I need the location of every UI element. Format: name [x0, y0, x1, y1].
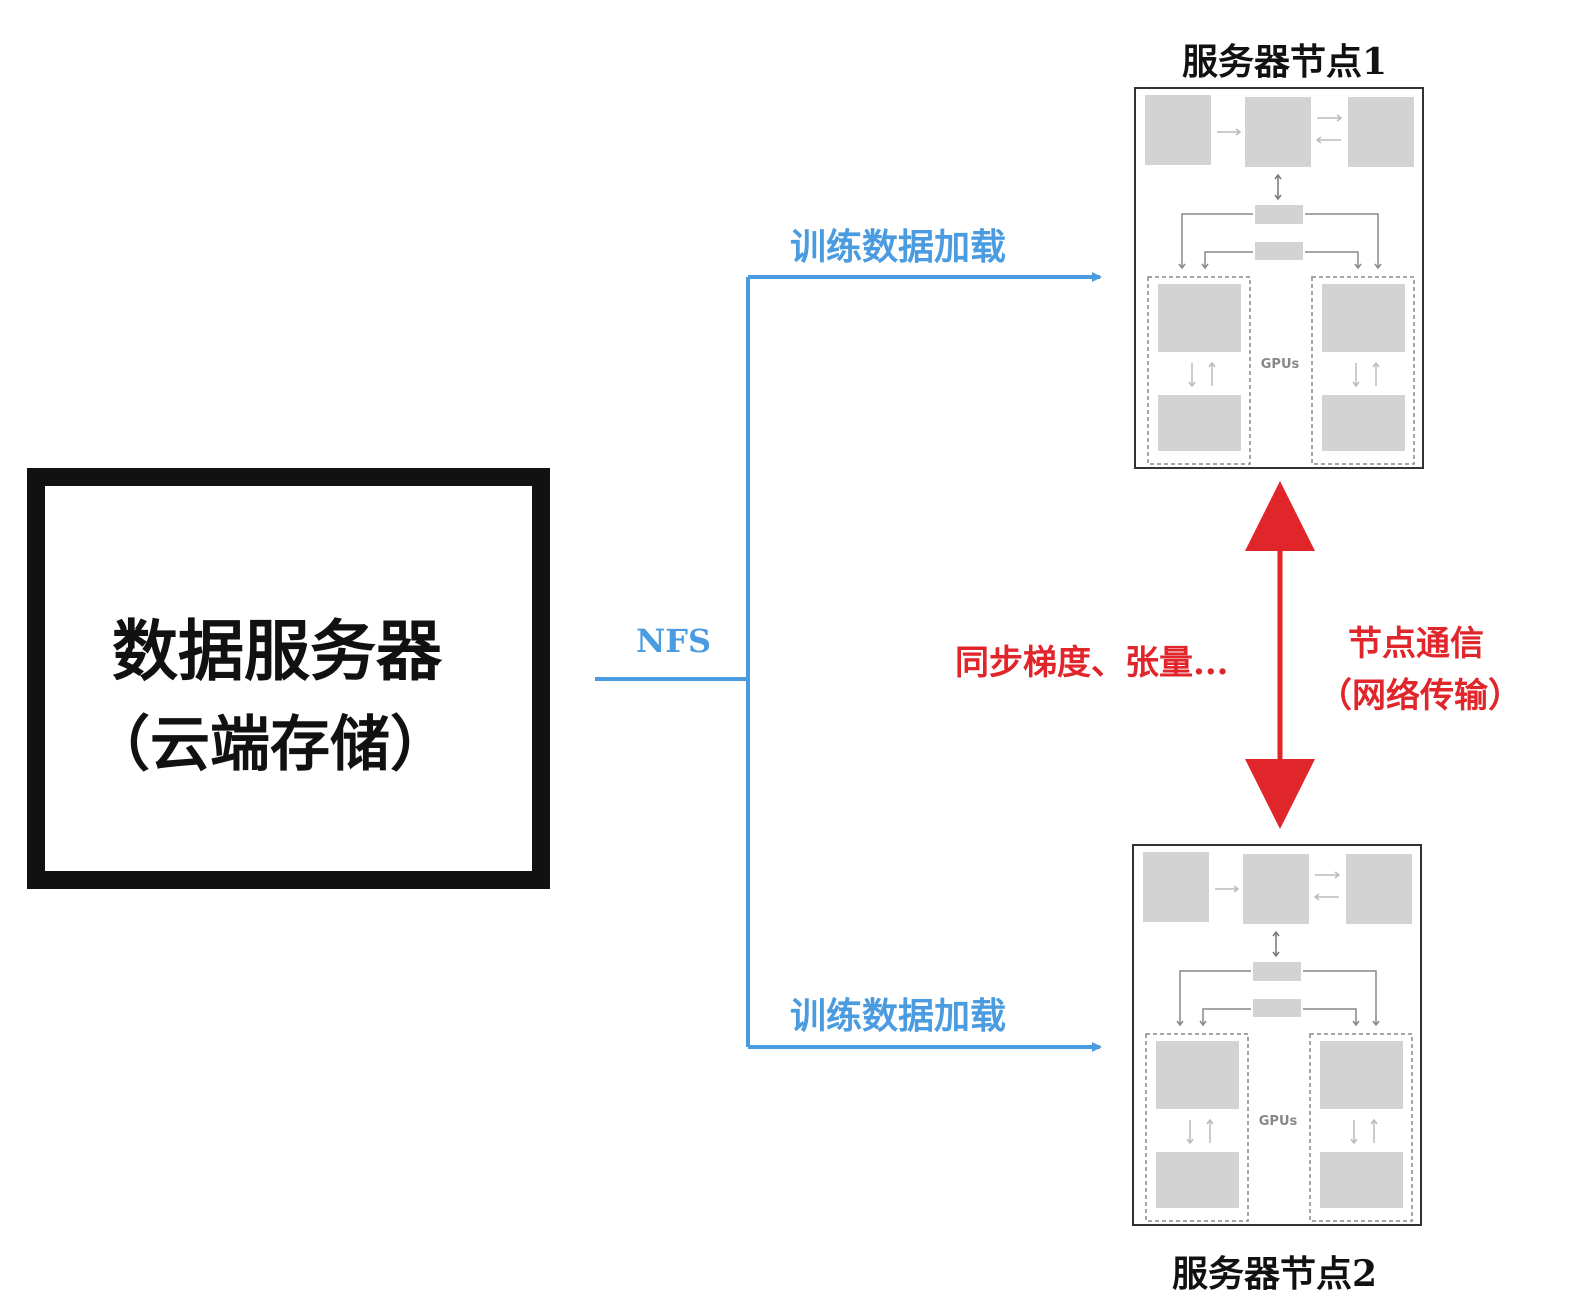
arrow-right-icon [1315, 871, 1341, 879]
nfs-label: NFS [636, 622, 712, 660]
double-arrow-icon [1274, 173, 1282, 201]
gpu-group-dashed-box [1147, 276, 1251, 465]
gpu-group-dashed-box [1311, 276, 1415, 465]
component-block [1348, 97, 1414, 167]
sync-label: 同步梯度、张量... [955, 643, 1229, 683]
arrow-up-icon [1370, 1118, 1378, 1143]
component-block [1346, 854, 1412, 924]
arrow-down-icon [1188, 363, 1196, 388]
arrow-down-icon [1352, 363, 1360, 388]
arrow-right-icon [1215, 885, 1240, 893]
data-server-subtitle: （云端存储） [90, 710, 450, 780]
comm-label-line1: 节点通信 [1348, 624, 1484, 664]
connector-arrow [1176, 970, 1251, 1027]
arrow-down-icon [1186, 1120, 1194, 1145]
nfs-connector [595, 272, 1102, 1052]
server-node-2: GPUs [1132, 844, 1422, 1226]
load-label-bottom: 训练数据加载 [790, 995, 1007, 1037]
arrow-down-icon [1350, 1120, 1358, 1145]
connector-arrow [1303, 1008, 1360, 1027]
data-server-title: 数据服务器 [112, 612, 442, 690]
connector-arrow [1201, 251, 1253, 270]
component-block [1243, 854, 1309, 924]
connector-arrow [1178, 213, 1253, 270]
switch-block [1255, 205, 1303, 224]
gpu-group-dashed-box [1309, 1033, 1413, 1222]
connector-arrow [1303, 970, 1380, 1027]
load-label-top: 训练数据加载 [790, 226, 1007, 268]
switch-block [1253, 962, 1301, 981]
gpu-block [1158, 395, 1241, 451]
arrow-left-icon [1315, 136, 1341, 144]
gpu-block [1322, 284, 1405, 352]
component-block [1245, 97, 1311, 167]
component-block [1143, 852, 1209, 922]
connector-arrow [1305, 251, 1362, 270]
arrow-up-icon [1206, 1118, 1214, 1143]
gpus-label: GPUs [1259, 1114, 1298, 1129]
gpu-block [1320, 1152, 1403, 1208]
gpu-block [1322, 395, 1405, 451]
arrow-right-icon [1217, 128, 1242, 136]
gpus-label: GPUs [1261, 357, 1300, 372]
double-arrow-icon [1272, 930, 1280, 958]
arrow-left-icon [1313, 893, 1339, 901]
node2-title: 服务器节点2 [1172, 1253, 1378, 1295]
switch-block [1253, 999, 1301, 1017]
data-server-box [27, 468, 550, 889]
arrow-up-icon [1372, 361, 1380, 386]
component-block [1145, 95, 1211, 165]
arrow-up-icon [1208, 361, 1216, 386]
gpu-block [1158, 284, 1241, 352]
connector-arrow [1199, 1008, 1251, 1027]
gpu-block [1320, 1041, 1403, 1109]
connector-arrow [1305, 213, 1382, 270]
gpu-block [1156, 1041, 1239, 1109]
server-node-1: GPUs [1134, 87, 1424, 469]
arrow-right-icon [1317, 114, 1343, 122]
gpu-block [1156, 1152, 1239, 1208]
gpu-group-dashed-box [1145, 1033, 1249, 1222]
node1-title: 服务器节点1 [1182, 41, 1388, 83]
comm-label-line2: （网络传输） [1318, 676, 1522, 716]
switch-block [1255, 242, 1303, 260]
